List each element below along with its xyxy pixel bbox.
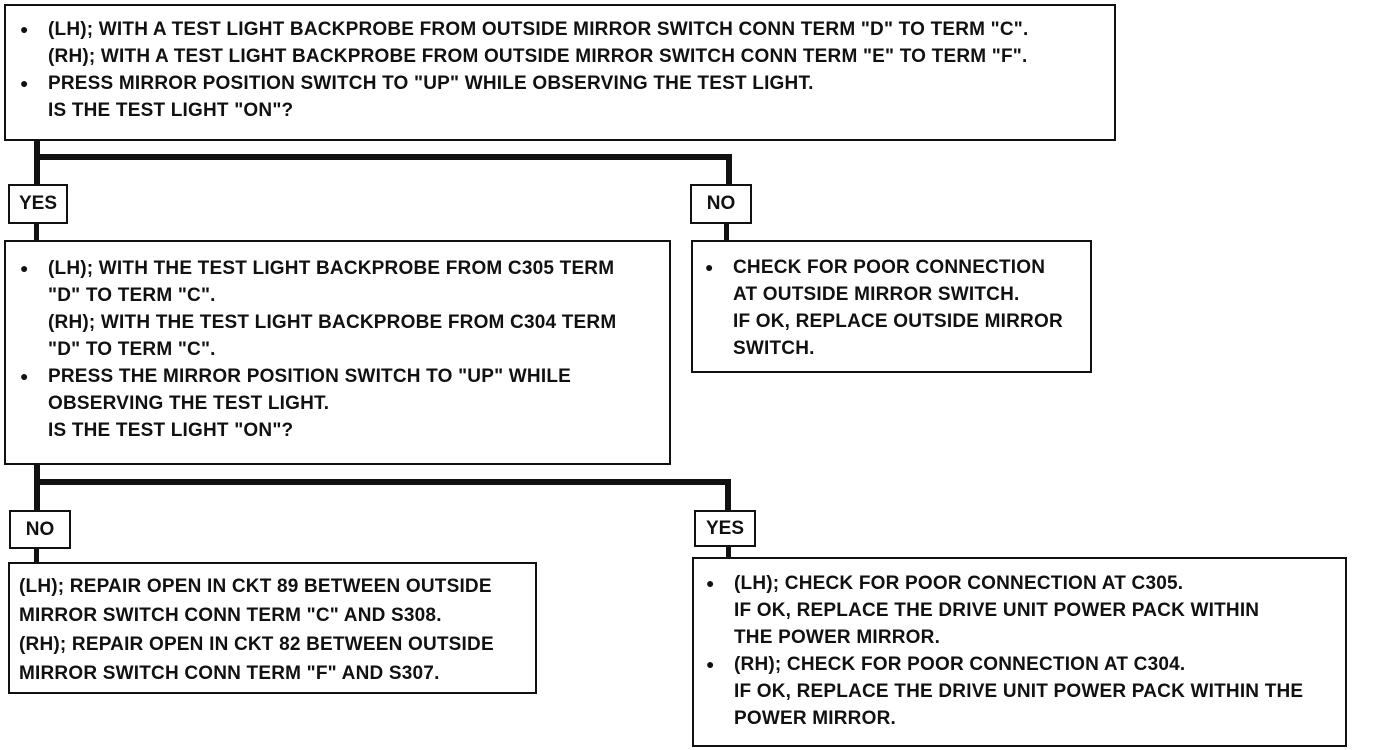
box-text-line: SWITCH. bbox=[733, 338, 815, 359]
box-text-line: IF OK, REPLACE OUTSIDE MIRROR bbox=[733, 311, 1063, 332]
box-text-line: THE POWER MIRROR. bbox=[734, 627, 941, 648]
box-text-line: MIRROR SWITCH CONN TERM "F" AND S307. bbox=[19, 663, 440, 684]
box-text-line: (RH); WITH A TEST LIGHT BACKPROBE FROM O… bbox=[48, 46, 1028, 67]
question-box-2: (LH); WITH THE TEST LIGHT BACKPROBE FROM… bbox=[4, 240, 671, 465]
box-text-line: (LH); WITH A TEST LIGHT BACKPROBE FROM O… bbox=[18, 16, 1106, 43]
box-text-line: AT OUTSIDE MIRROR SWITCH. bbox=[733, 284, 1020, 305]
box-text-line: (RH); REPAIR OPEN IN CKT 82 BETWEEN OUTS… bbox=[19, 634, 494, 655]
box-text-line: MIRROR SWITCH CONN TERM "C" AND S308. bbox=[19, 605, 442, 626]
connector-yes2-to-action bbox=[726, 545, 731, 559]
connector-yes1-to-q2 bbox=[34, 222, 39, 242]
yes-label-2: YES bbox=[694, 510, 756, 547]
connector-q2-down bbox=[34, 463, 40, 511]
connector-no1-to-action bbox=[724, 222, 729, 242]
box-text-line: IS THE TEST LIGHT "ON"? bbox=[48, 100, 294, 121]
box-text-line: POWER MIRROR. bbox=[734, 708, 896, 729]
box-text-line: CHECK FOR POOR CONNECTION bbox=[703, 254, 1082, 281]
box-text-line: IS THE TEST LIGHT "ON"? bbox=[48, 420, 294, 441]
yes-label-1: YES bbox=[8, 184, 68, 224]
connector-q2-horizontal bbox=[34, 479, 731, 485]
no-label-2: NO bbox=[9, 510, 71, 549]
connector-q1-to-no bbox=[726, 154, 732, 184]
action-box-no-1: CHECK FOR POOR CONNECTION AT OUTSIDE MIRR… bbox=[691, 240, 1092, 373]
box-text-line: OBSERVING THE TEST LIGHT. bbox=[48, 393, 330, 414]
box-text-line: (LH); WITH THE TEST LIGHT BACKPROBE FROM… bbox=[18, 255, 661, 282]
box-text-line: IF OK, REPLACE THE DRIVE UNIT POWER PACK… bbox=[734, 681, 1304, 702]
box-text-line: (LH); CHECK FOR POOR CONNECTION AT C305. bbox=[704, 570, 1339, 597]
box-text-line: IF OK, REPLACE THE DRIVE UNIT POWER PACK… bbox=[734, 600, 1260, 621]
action-box-no-2: (LH); REPAIR OPEN IN CKT 89 BETWEEN OUTS… bbox=[8, 562, 537, 694]
no-label-1: NO bbox=[690, 184, 752, 224]
box-text-line: "D" TO TERM "C". bbox=[48, 339, 216, 360]
action-box-yes-2: (LH); CHECK FOR POOR CONNECTION AT C305.… bbox=[692, 557, 1347, 747]
box-text-line: (LH); REPAIR OPEN IN CKT 89 BETWEEN OUTS… bbox=[19, 576, 492, 597]
connector-no2-to-action bbox=[34, 547, 39, 563]
connector-q1-horizontal bbox=[34, 154, 732, 160]
connector-q2-to-yes bbox=[725, 479, 731, 511]
box-text-line: PRESS THE MIRROR POSITION SWITCH TO "UP"… bbox=[18, 363, 661, 390]
box-text-line: (RH); CHECK FOR POOR CONNECTION AT C304. bbox=[704, 651, 1339, 678]
question-box-1: (LH); WITH A TEST LIGHT BACKPROBE FROM O… bbox=[4, 4, 1116, 141]
connector-q1-down bbox=[34, 140, 40, 184]
box-text-line: PRESS MIRROR POSITION SWITCH TO "UP" WHI… bbox=[18, 70, 1106, 97]
box-text-line: "D" TO TERM "C". bbox=[48, 285, 216, 306]
box-text-line: (RH); WITH THE TEST LIGHT BACKPROBE FROM… bbox=[48, 312, 617, 333]
